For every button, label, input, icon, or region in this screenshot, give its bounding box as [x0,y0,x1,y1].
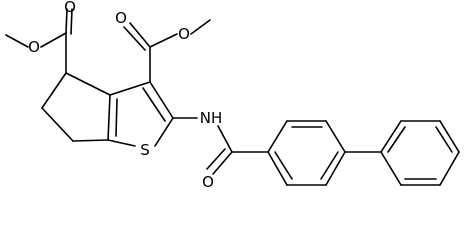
bond [439,120,460,153]
bond-lines [5,8,460,186]
bond [439,151,460,186]
atom-oxygen-right-carbonyl: O [115,9,127,27]
bond [149,33,178,48]
bond [40,32,67,48]
bond [65,8,68,34]
bond [65,72,111,96]
bond [41,107,74,142]
bond [142,87,166,122]
bond [325,120,346,153]
atom-oxygen-left-methoxy: O [28,38,40,56]
bond [380,151,402,186]
bond [325,151,346,186]
bond [212,151,233,175]
bond [107,139,136,147]
bond [380,120,402,153]
bond [115,98,118,137]
bond [154,117,174,147]
bond [267,120,288,153]
bond [70,8,73,35]
bond [109,81,151,96]
bond [190,19,211,35]
bond [129,22,151,48]
bond [217,125,233,153]
bond [206,148,226,170]
bond [41,72,67,109]
atom-oxygen-right-methoxy: O [178,25,190,43]
bond [107,94,111,141]
atom-oxygen-amide: O [202,173,214,191]
bond [387,126,406,153]
bond [435,126,453,153]
bond [320,151,339,180]
bond [5,34,29,48]
chemical-structure-diagram: O O O O NH S O [5,0,460,191]
atom-nitrogen-amine: NH [200,109,223,127]
bond [123,26,146,51]
atom-oxygen-left-carbonyl: O [64,0,76,16]
bond [274,151,293,180]
atom-labels: O O O O NH S O [28,0,222,191]
bond [267,151,288,186]
atom-sulfur: S [140,141,150,159]
bond [149,81,174,119]
bond [72,139,109,142]
